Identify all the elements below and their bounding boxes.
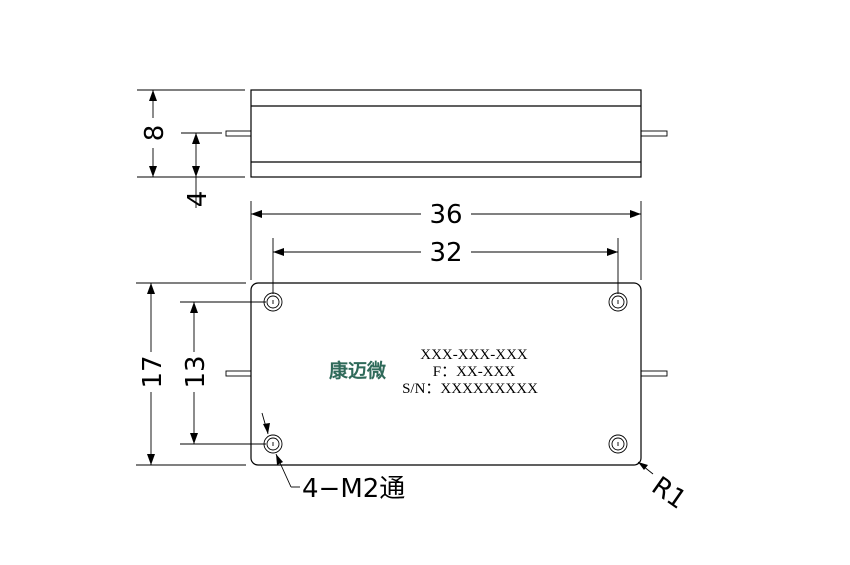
mounting-hole-top-left: [263, 292, 283, 312]
serial-number: S/N：XXXXXXXXX: [402, 381, 538, 397]
dimension-side-height: 8: [137, 89, 245, 178]
corner-radius-label: R1: [646, 471, 692, 515]
dimension-pin-height: 4: [181, 132, 222, 208]
overall-length-label: 36: [429, 200, 462, 230]
mounting-hole-top-right: [608, 292, 628, 312]
hole-spacing-x-label: 32: [429, 238, 462, 268]
dimension-overall-width: 17: [136, 282, 246, 466]
dimension-hole-spacing-y: 13: [180, 301, 266, 445]
brand-logo: 康迈微: [329, 359, 387, 382]
model-number: XXX-XXX-XXX: [420, 347, 528, 363]
mounting-hole-bottom-right: [608, 434, 628, 454]
hole-spacing-y-label: 13: [181, 355, 211, 388]
dimension-overall-length: 36: [250, 200, 642, 280]
overall-width-label: 17: [138, 355, 168, 388]
frequency-text: F：XX-XXX: [433, 364, 516, 380]
corner-radius-callout: R1: [637, 461, 692, 516]
hole-note-label: 4−M2通: [302, 474, 405, 504]
side-view-left-pin: [225, 130, 252, 137]
side-view-body: [250, 89, 642, 178]
side-view-right-pin: [640, 130, 668, 137]
hole-callout: 4−M2通: [261, 412, 405, 504]
top-view: 康迈微 XXX-XXX-XXX F：XX-XXX S/N：XXXXXXXXX: [225, 282, 668, 466]
dimension-hole-spacing-x: 32: [272, 238, 619, 294]
pin-height-label: 4: [183, 191, 213, 208]
side-view: [225, 89, 668, 178]
top-view-left-pin: [225, 370, 252, 377]
side-height-label: 8: [140, 125, 170, 142]
top-view-right-pin: [640, 370, 668, 377]
mounting-hole-bottom-left: [263, 434, 283, 454]
